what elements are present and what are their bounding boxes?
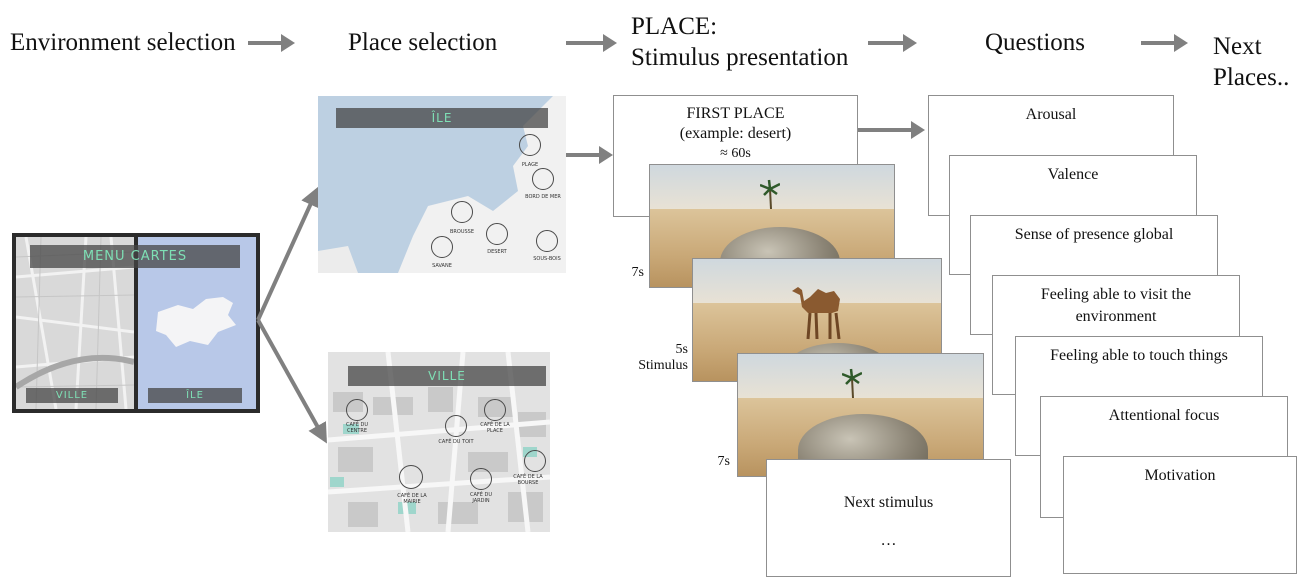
place-marker-plage[interactable] — [519, 134, 541, 156]
place-label-cafe-du-jardin: CAFÉ DU JARDIN — [469, 492, 493, 504]
place-marker-cafe-du-toit[interactable] — [445, 415, 467, 437]
menu-branch-arrows — [256, 186, 327, 444]
arrow-ile-to-stimulus — [566, 146, 613, 164]
ville-map-title: VILLE — [348, 366, 546, 386]
arrow-stimulus-to-questions — [868, 34, 917, 52]
header-place-selection: Place selection — [348, 29, 498, 56]
place-label-desert: DESERT — [487, 249, 507, 255]
next-stimulus-card: Next stimulus … — [766, 459, 1011, 577]
label-7s-before: 7s — [631, 265, 644, 280]
place-marker-cafe-de-la-place[interactable] — [484, 399, 506, 421]
first-place-example: (example: desert) — [679, 125, 792, 142]
header-environment-selection: Environment selection — [10, 29, 236, 56]
ville-map: VILLE CAFÉ DU CENTRE CAFÉ DU TOIT CAFÉ D… — [328, 352, 550, 532]
first-place-duration: ≈ 60s — [720, 146, 751, 161]
label-7s-after: 7s — [717, 454, 730, 469]
header-questions: Questions — [985, 29, 1085, 56]
next-stimulus-ellipsis: … — [880, 532, 897, 549]
place-marker-sous-bois[interactable] — [536, 230, 558, 252]
menu-ville-button[interactable]: VILLE — [26, 388, 118, 403]
place-label-cafe-du-toit: CAFÉ DU TOIT — [438, 439, 474, 445]
place-label-sous-bois: SOUS-BOIS — [533, 256, 561, 262]
question-card-motivation: Motivation — [1063, 456, 1297, 574]
place-label-savane: SAVANE — [432, 263, 452, 269]
menu-cartes-title: MENU CARTES — [30, 245, 240, 268]
place-marker-cafe-de-la-bourse[interactable] — [524, 450, 546, 472]
place-label-cafe-de-la-bourse: CAFÉ DE LA BOURSE — [513, 474, 543, 486]
next-stimulus-label: Next stimulus — [843, 494, 934, 511]
place-marker-savane[interactable] — [431, 236, 453, 258]
arrow-place-to-stimulus — [566, 34, 617, 52]
place-marker-desert[interactable] — [486, 223, 508, 245]
label-5s: 5s — [675, 342, 688, 357]
question-label: Attentional focus — [1108, 407, 1220, 424]
place-marker-cafe-du-centre[interactable] — [346, 399, 368, 421]
place-label-bord-de-mer: BORD DE MER — [525, 194, 561, 200]
place-label-cafe-du-centre: CAFÉ DU CENTRE — [345, 422, 369, 434]
question-label: Feeling able to visit the environment — [1040, 286, 1192, 325]
header-next-line1: Next — [1213, 33, 1262, 60]
camel-icon — [792, 287, 841, 340]
arrow-env-to-place — [248, 34, 295, 52]
header-stimulus-line2: Stimulus presentation — [631, 44, 849, 71]
arrow-questions-to-next — [1141, 34, 1188, 52]
place-marker-cafe-du-jardin[interactable] — [470, 468, 492, 490]
palm-tree-icon — [760, 179, 780, 209]
place-marker-bord-de-mer[interactable] — [532, 168, 554, 190]
palm-tree-icon — [842, 368, 862, 398]
arrow-stimulus-to-question-cards — [858, 121, 925, 139]
header-next-line2: Places.. — [1213, 64, 1290, 91]
ile-map-title: ÎLE — [336, 108, 548, 128]
question-label: Valence — [1047, 166, 1099, 183]
place-label-cafe-de-la-place: CAFÉ DE LA PLACE — [480, 422, 510, 434]
menu-ile-button[interactable]: ÎLE — [148, 388, 242, 403]
first-place-title: FIRST PLACE — [686, 105, 785, 122]
ile-map-land — [318, 96, 566, 273]
ile-map: ÎLE PLAGE BORD DE MER BROUSSE DESERT SAV… — [318, 96, 566, 273]
place-marker-cafe-de-la-mairie[interactable] — [399, 465, 423, 489]
label-stimulus: Stimulus — [638, 358, 688, 373]
place-label-cafe-de-la-mairie: CAFÉ DE LA MAIRIE — [397, 493, 427, 505]
place-marker-brousse[interactable] — [451, 201, 473, 223]
header-stimulus-line1: PLACE: — [631, 13, 718, 40]
question-label: Feeling able to touch things — [1050, 347, 1228, 364]
place-label-plage: PLAGE — [521, 162, 539, 168]
question-label: Motivation — [1144, 467, 1216, 484]
question-label: Sense of presence global — [1014, 226, 1174, 243]
menu-cartes-screen: MENU CARTES VILLE ÎLE — [12, 233, 260, 413]
place-label-brousse: BROUSSE — [449, 229, 474, 235]
question-label: Arousal — [1025, 106, 1077, 123]
